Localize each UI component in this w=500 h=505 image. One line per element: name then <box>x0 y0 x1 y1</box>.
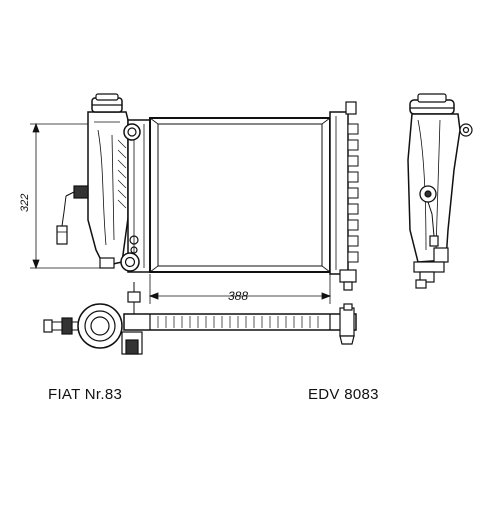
side-view <box>407 93 473 289</box>
part-number-caption: EDV 8083 <box>308 386 379 403</box>
height-dimension <box>30 122 100 270</box>
front-view: 322 388 <box>19 93 359 304</box>
height-label: 322 <box>19 194 31 212</box>
vehicle-model-caption: FIAT Nr.83 <box>48 386 123 403</box>
core-top-strip <box>123 313 357 331</box>
width-dimension <box>148 274 332 304</box>
right-header <box>329 101 359 291</box>
top-view <box>43 282 357 355</box>
left-expansion-tank <box>87 93 129 269</box>
radiator-core <box>149 117 331 273</box>
width-label: 388 <box>228 289 248 303</box>
temperature-sensor <box>56 185 89 245</box>
left-header <box>120 119 151 273</box>
